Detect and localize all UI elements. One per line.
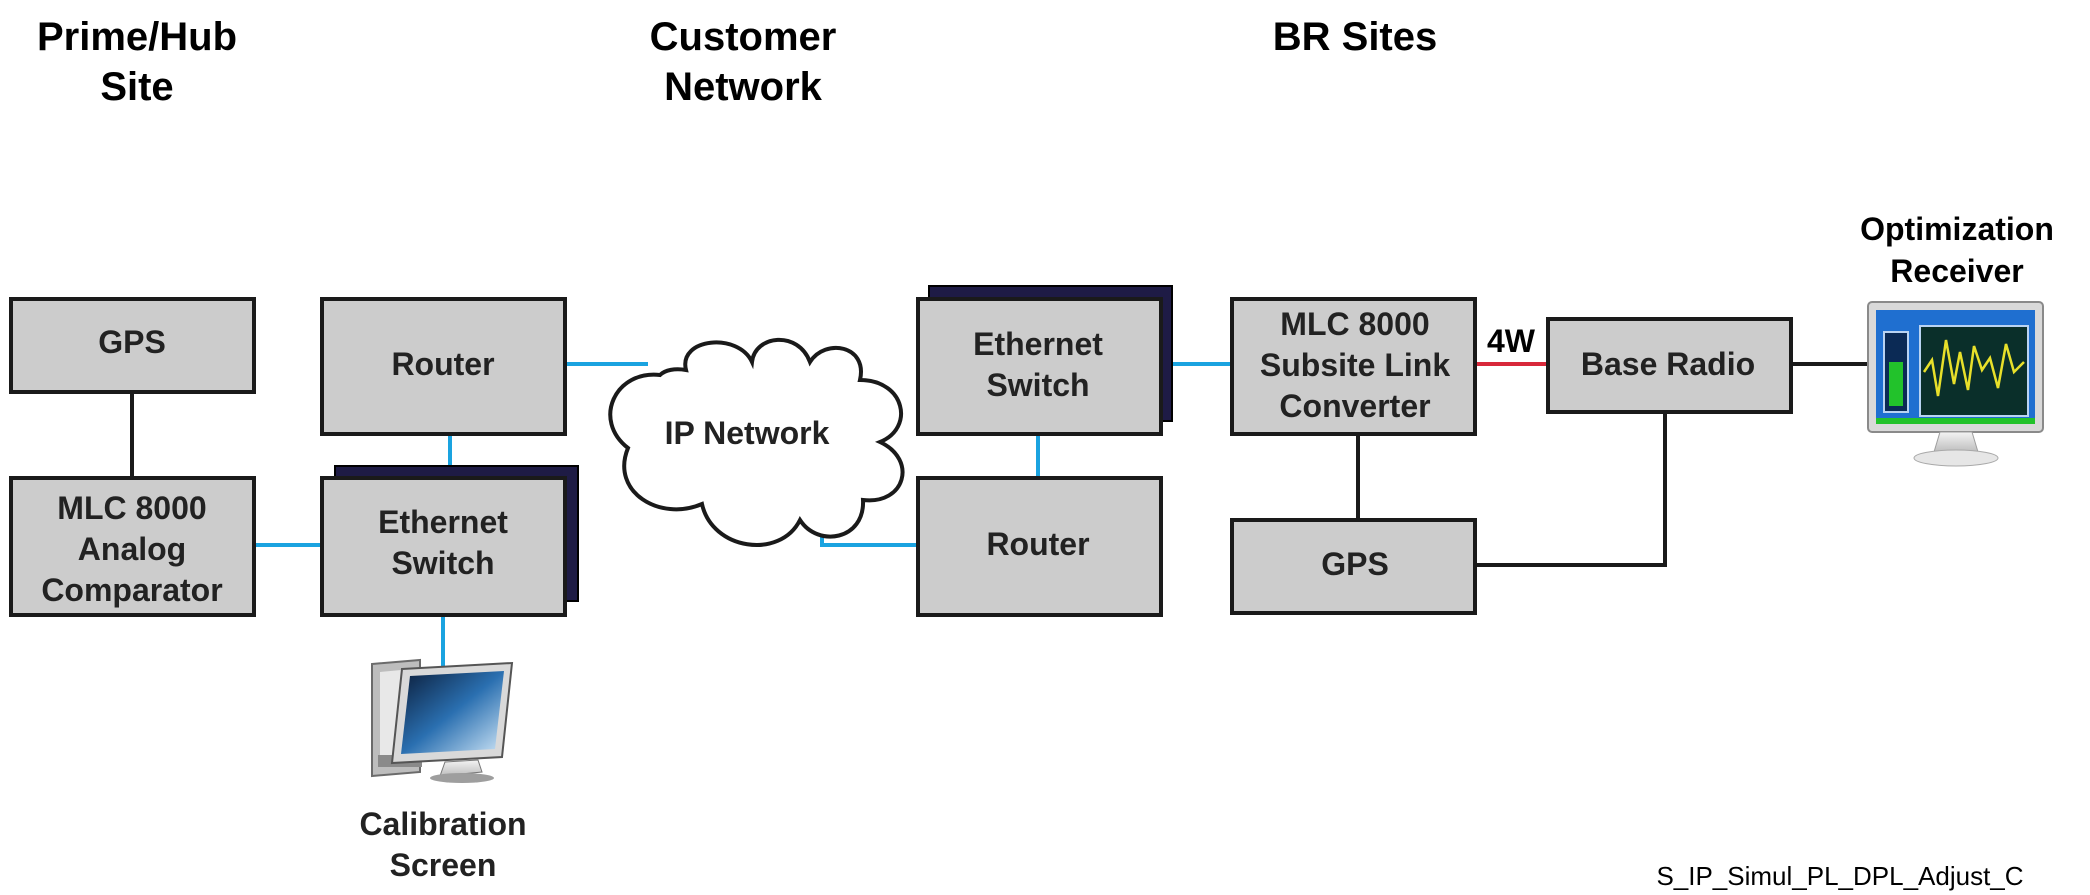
optimization-monitor-icon [1867, 301, 2044, 467]
link-gps-baseradio [1472, 411, 1667, 567]
router-prime-label: Router [391, 346, 494, 382]
slc-label-line1: MLC 8000 [1280, 306, 1429, 342]
ip-network-cloud: IP Network [608, 337, 905, 547]
comparator-label-line1: MLC 8000 [57, 490, 206, 526]
switch-br-label-line2: Switch [986, 367, 1089, 403]
gps-prime-label: GPS [98, 324, 166, 360]
diagram-id-footer: S_IP_Simul_PL_DPL_Adjust_C [1656, 861, 2023, 891]
ethernet-switch-box-prime: Ethernet Switch [320, 465, 579, 617]
section-headers: Prime/Hub Site Customer Network BR Sites… [37, 15, 2054, 289]
ip-network-label: IP Network [665, 415, 830, 451]
switch-br-label-line1: Ethernet [973, 326, 1103, 362]
header-customer-network-line2: Network [664, 65, 823, 109]
gps-box-br: GPS [1230, 518, 1477, 615]
router-box-prime: Router [320, 297, 567, 436]
header-br-sites: BR Sites [1273, 15, 1438, 59]
comparator-label-line2: Analog [78, 531, 186, 567]
router-br-label: Router [986, 526, 1089, 562]
ethernet-switch-box-br: Ethernet Switch [916, 285, 1173, 436]
gps-box-prime: GPS [9, 297, 256, 394]
slc-label-line2: Subsite Link [1260, 347, 1450, 383]
analog-comparator-box: MLC 8000 Analog Comparator [9, 476, 256, 617]
switch-prime-label-line2: Switch [391, 545, 494, 581]
four-wire-label: 4W [1487, 323, 1536, 359]
header-prime-hub-line1: Prime/Hub [37, 15, 237, 59]
router-box-br: Router [916, 476, 1163, 617]
base-radio-label: Base Radio [1581, 346, 1755, 382]
subsite-link-converter-box: MLC 8000 Subsite Link Converter [1230, 297, 1477, 436]
calibration-label-line1: Calibration [359, 806, 526, 842]
header-customer-network-line1: Customer [650, 15, 837, 59]
slc-label-line3: Converter [1279, 388, 1430, 424]
comparator-label-line3: Comparator [41, 572, 222, 608]
header-optimization-line2: Receiver [1890, 253, 2023, 289]
switch-prime-label-line1: Ethernet [378, 504, 508, 540]
header-prime-hub-line2: Site [100, 65, 173, 109]
header-optimization-line1: Optimization [1860, 211, 2054, 247]
calibration-monitor-icon [371, 658, 514, 783]
calibration-label-line2: Screen [390, 847, 497, 883]
base-radio-box: Base Radio [1546, 317, 1793, 414]
gps-br-label: GPS [1321, 546, 1389, 582]
